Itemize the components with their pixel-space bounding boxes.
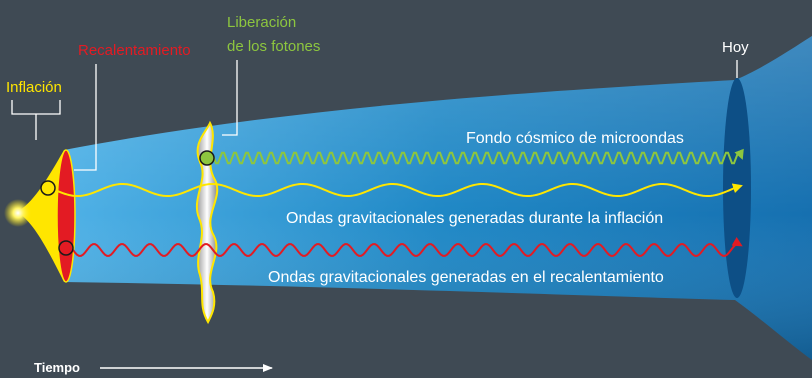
inflation-gw-origin-dot (40, 180, 56, 196)
inflation-gw-wave-label: Ondas gravitacionales generadas durante … (286, 210, 663, 227)
cmb-wave (213, 148, 744, 165)
cmb-wave-label: Fondo cósmico de microondas (466, 130, 684, 147)
reheating-gw-wave-label: Ondas gravitacionales generadas en el re… (268, 269, 664, 286)
photon-release-leader (222, 60, 238, 136)
time-label: Tiempo (34, 360, 80, 375)
reheating-band (56, 149, 76, 283)
photon-release-label-line2: de los fotones (227, 38, 320, 55)
reheating-label: Recalentamiento (78, 42, 191, 59)
photon-release-surface (195, 120, 219, 325)
inflation-label: Inflación (6, 79, 62, 96)
universe-shape (64, 36, 812, 360)
reheating-gw-wave (72, 236, 743, 257)
big-bang-glow (4, 199, 32, 227)
inflation-gw-wave (54, 182, 743, 198)
reheating-gw-origin-dot (58, 240, 74, 256)
cmb-origin-dot (199, 150, 215, 166)
photon-release-label-line1: Liberación (227, 14, 296, 31)
today-label: Hoy (722, 39, 749, 56)
inflation-leader (11, 100, 61, 115)
reheating-leader (74, 64, 97, 171)
